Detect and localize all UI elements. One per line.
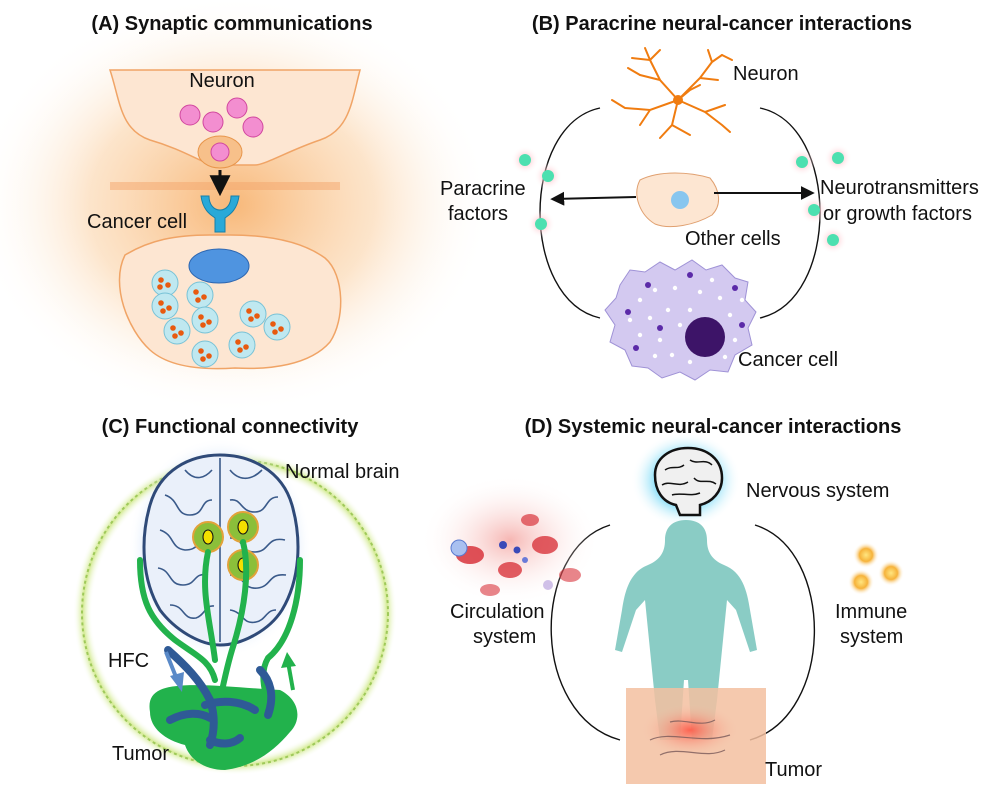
panel-b-neuron-label: Neuron xyxy=(733,63,799,85)
arrow-to-paracrine xyxy=(550,191,637,206)
cancer-nucleus xyxy=(188,248,250,284)
immune-label-line2: system xyxy=(840,626,903,648)
panel-b-cancer-label: Cancer cell xyxy=(738,349,838,371)
nervous-brain-outline xyxy=(653,446,724,517)
panel-d-tumor-label: Tumor xyxy=(765,759,822,781)
tumor-core xyxy=(642,704,738,756)
immune-cells xyxy=(848,542,904,595)
synaptic-cleft-band xyxy=(110,182,340,190)
panel-d-title: (D) Systemic neural-cancer interactions xyxy=(525,416,902,438)
brain-outline xyxy=(142,453,300,647)
circulation-label-line2: system xyxy=(473,626,536,648)
other-cells-label: Other cells xyxy=(685,228,781,250)
hfc-label: HFC xyxy=(108,650,149,672)
tumor-mass xyxy=(149,685,298,770)
panel-a-title: (A) Synaptic communications xyxy=(91,13,372,35)
panel-c: (C) Functional connectivity Normal brain… xyxy=(73,416,399,775)
cytoplasmic-granules xyxy=(151,269,291,368)
panel-d: (D) Systemic neural-cancer interactions … xyxy=(420,416,907,784)
panel-b: (B) Paracrine neural-cancer interactions… xyxy=(440,13,979,381)
panel-c-tumor-label: Tumor xyxy=(112,743,169,765)
panel-b-title: (B) Paracrine neural-cancer interactions xyxy=(532,13,912,35)
panel-a-neuron-label: Neuron xyxy=(189,70,255,92)
blood-cells xyxy=(450,514,581,596)
neurotransmitters-label-line1: Neurotransmitters xyxy=(820,177,979,199)
circulation-label-line1: Circulation xyxy=(450,601,544,623)
green-up-arrowhead xyxy=(281,652,296,668)
neurotransmitters-label-line2: or growth factors xyxy=(823,203,972,225)
blue-vessels xyxy=(164,646,276,749)
nervous-brain-folds xyxy=(661,459,717,496)
neuron-icon xyxy=(611,47,733,139)
circulation-glow xyxy=(420,475,600,605)
panel-a-cancer-label: Cancer cell xyxy=(87,211,187,233)
vesicle xyxy=(210,142,230,162)
paracrine-factor-icons xyxy=(511,144,852,254)
panel-c-title: (C) Functional connectivity xyxy=(102,416,360,438)
cancer-cell-spiky xyxy=(604,259,757,381)
vesicle xyxy=(179,104,201,126)
paracrine-label-line1: Paracrine xyxy=(440,178,526,200)
vesicle xyxy=(226,97,248,119)
human-body xyxy=(615,520,757,740)
neuron-soma xyxy=(673,95,683,105)
receptor-icon xyxy=(200,195,240,233)
panel-a: (A) Synaptic communications Neuron Cance… xyxy=(0,0,492,415)
immune-label-line1: Immune xyxy=(835,601,907,623)
vesicle xyxy=(242,116,264,138)
hfc-blue-arrowhead xyxy=(170,672,184,692)
paracrine-label-line2: factors xyxy=(448,203,508,225)
normal-brain-label: Normal brain xyxy=(285,461,399,483)
nervous-system-label: Nervous system xyxy=(746,480,889,502)
other-cell-nucleus xyxy=(671,191,689,209)
cancer-granules xyxy=(625,272,745,365)
tumor-vessels xyxy=(649,719,731,756)
vesicle xyxy=(202,111,224,133)
cancer-nucleus xyxy=(685,317,725,357)
right-bracket-arc-d xyxy=(749,524,816,741)
